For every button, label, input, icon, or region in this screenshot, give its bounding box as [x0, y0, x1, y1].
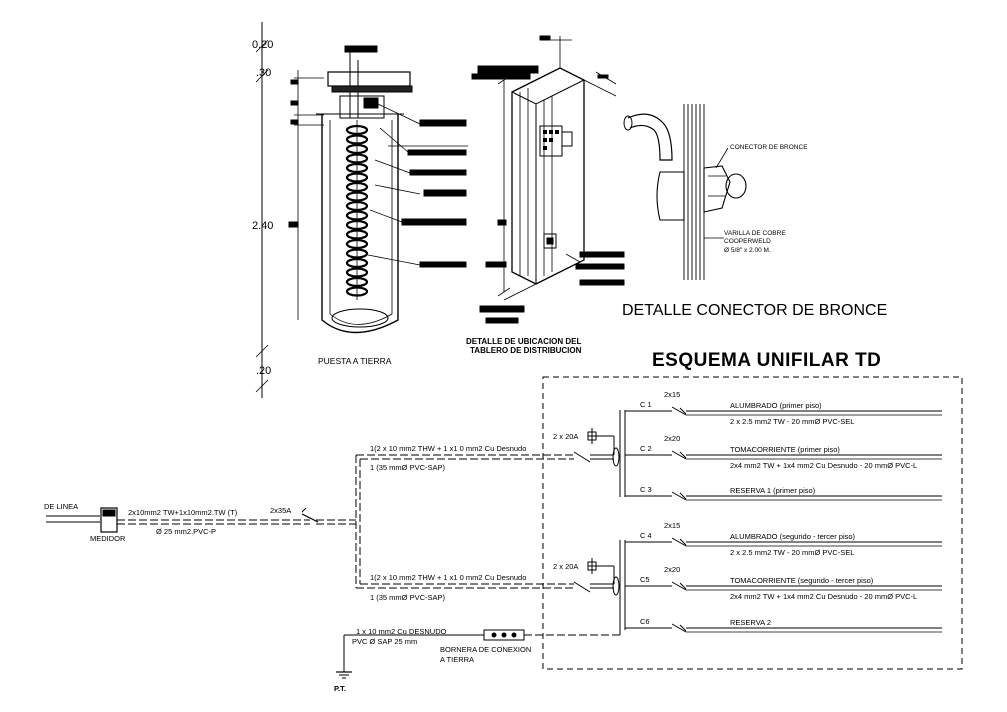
- circuit-cable: 2x4 mm2 TW + 1x4 mm2 Cu Desnudo - 20 mmØ…: [730, 461, 917, 470]
- circuit-cable: 2 x 2.5 mm2 TW - 20 mmØ PVC-SEL: [730, 548, 854, 557]
- circuit-breaker-x: [679, 492, 687, 500]
- circuit-rating: 2x15: [664, 390, 680, 399]
- circuit-name: ALUMBRADO (segundo - tercer piso): [730, 532, 856, 541]
- circuit-rating: 2x20: [664, 565, 680, 574]
- circuit-name: ALUMBRADO (primer piso): [730, 401, 822, 410]
- feeder-1-conduit: 1 (35 mmØ PVC-SAP): [370, 463, 446, 472]
- bronce-varilla-label-3: Ø 5/8" x 2.00 M.: [724, 247, 771, 254]
- circuit-id: C 2: [640, 444, 652, 453]
- circuit-cable: 2 x 2.5 mm2 TW - 20 mmØ PVC-SEL: [730, 417, 854, 426]
- ubicacion-title-1: DETALLE DE UBICACION DEL: [466, 337, 582, 346]
- circuit-breaker-x: [679, 538, 687, 546]
- tablero-ubicacion-detail: DETALLE DE UBICACION DEL TABLERO DE DIST…: [466, 35, 625, 355]
- circuit-breaker-x: [679, 451, 687, 459]
- puesta-a-tierra-detail: 0.20 .30 2.40 .20: [252, 22, 468, 398]
- esquema-title: ESQUEMA UNIFILAR TD: [652, 350, 881, 371]
- de-linea-label: DE LINEA: [44, 502, 78, 511]
- circuit-id: C 4: [640, 531, 652, 540]
- circuit-rating: 2x15: [664, 521, 680, 530]
- dim-030: .30: [256, 67, 271, 79]
- circuit-breaker-symbol: [671, 623, 687, 633]
- dim-020-bottom: .20: [256, 365, 271, 377]
- circuit-breaker-x: [679, 582, 687, 590]
- pt-label: P.T.: [334, 684, 346, 693]
- circuit-cable: 2x4 mm2 TW + 1x4 mm2 Cu Desnudo - 20 mmØ…: [730, 592, 917, 601]
- feeder-1-cable: 1(2 x 10 mm2 THW + 1 x1 0 mm2 Cu Desnudo: [370, 444, 526, 453]
- feeder-2-conduit: 1 (35 mmØ PVC-SAP): [370, 593, 446, 602]
- bronce-conector-label: CONECTOR DE BRONCE: [730, 144, 808, 151]
- bronce-varilla-label-2: COOPERWELD: [724, 238, 771, 245]
- circuit-breaker-symbol: [671, 581, 687, 591]
- circuit-id: C 3: [640, 485, 652, 494]
- ground-cable-label: 1 x 10 mm2 Cu DESNUDO: [356, 627, 447, 636]
- bronce-varilla-label-1: VARILLA DE COBRE: [724, 230, 786, 237]
- conector-title: DETALLE CONECTOR DE BRONCE: [622, 302, 887, 319]
- esquema-unifilar: ESQUEMA UNIFILAR TD DE LINEA MEDIDOR 2x1…: [44, 350, 963, 693]
- circuit-breaker-symbol: [671, 491, 687, 501]
- circuit-breaker-x: [679, 407, 687, 415]
- circuit-name: RESERVA 1 (primer piso): [730, 486, 816, 495]
- bornera-label-1: BORNERA DE CONEXION: [440, 645, 531, 654]
- circuit-id: C 1: [640, 400, 652, 409]
- circuit-breaker-x: [679, 624, 687, 632]
- td-boundary: [542, 376, 963, 670]
- ubicacion-title-2: TABLERO DE DISTRIBUCION: [470, 346, 582, 355]
- conector-bronce-detail: CONECTOR DE BRONCE VARILLA DE COBRE COOP…: [622, 104, 887, 319]
- feed-conduit-label: Ø 25 mm2.PVC-P: [156, 527, 216, 536]
- circuit-breaker-symbol: [671, 406, 687, 416]
- circuit-name: TOMACORRIENTE (primer piso): [730, 445, 840, 454]
- ground-conduit-label: PVC Ø SAP 25 mm: [352, 637, 417, 646]
- feeder-2-breaker: 2 x 20A: [553, 562, 578, 571]
- medidor-label: MEDIDOR: [90, 534, 126, 543]
- feeder-1-breaker: 2 x 20A: [553, 432, 578, 441]
- dim-020: 0.20: [252, 39, 273, 51]
- circuit-name: RESERVA 2: [730, 618, 771, 627]
- puesta-title: PUESTA A TIERRA: [318, 356, 392, 366]
- feeder-2-cable: 1(2 x 10 mm2 THW + 1 x1 0 mm2 Cu Desnudo: [370, 573, 526, 582]
- main-breaker-label: 2x35A: [270, 506, 291, 515]
- circuit-breaker-symbol: [671, 537, 687, 547]
- feed-cable-label: 2x10mm2 TW+1x10mm2.TW (T): [128, 508, 238, 517]
- dim-240: 2.40: [252, 220, 273, 232]
- circuit-id: C5: [640, 575, 650, 584]
- circuit-name: TOMACORRIENTE (segundo - tercer piso): [730, 576, 874, 585]
- circuit-id: C6: [640, 617, 650, 626]
- circuit-rating: 2x20: [664, 434, 680, 443]
- bornera-label-2: A TIERRA: [440, 655, 474, 664]
- circuit-breaker-symbol: [671, 450, 687, 460]
